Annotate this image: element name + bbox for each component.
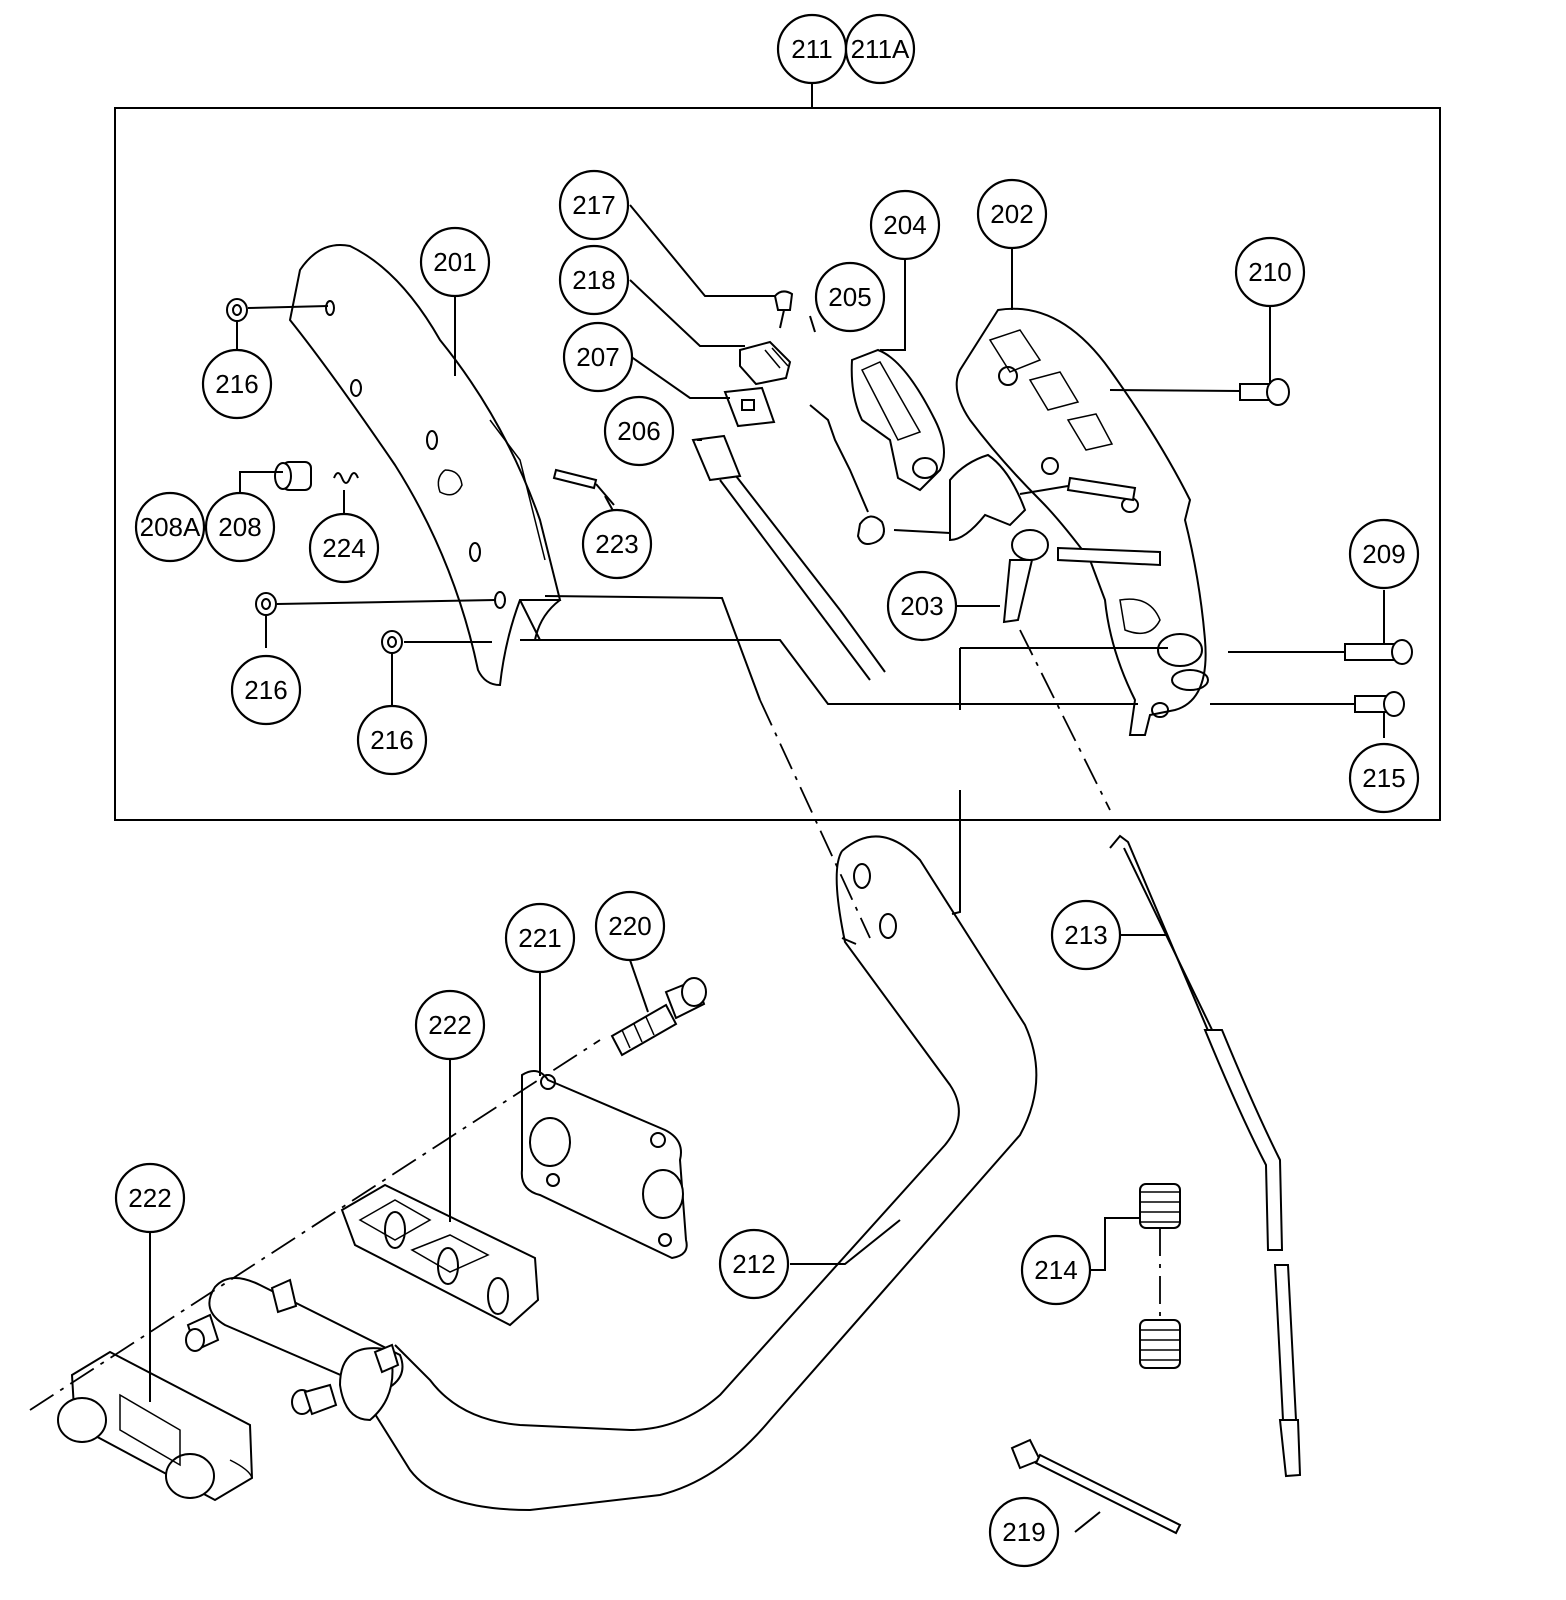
svg-text:204: 204 (883, 210, 926, 240)
callout-223: 223 (581, 508, 653, 580)
part-221-bracket (520, 1070, 688, 1260)
callout-206: 206 (603, 395, 675, 467)
callout-222-upper: 222 (414, 989, 486, 1061)
callout-214: 214 (1020, 1234, 1092, 1306)
part-204-lever (850, 348, 945, 492)
callout-202: 202 (976, 178, 1048, 250)
callout-208: 208 (204, 491, 276, 563)
callout-217: 217 (558, 169, 630, 241)
callout-218: 218 (558, 244, 630, 316)
part-pins (1019, 476, 1161, 567)
callout-220: 220 (594, 890, 666, 962)
part-216-nut-top (226, 298, 329, 322)
svg-text:217: 217 (572, 190, 615, 220)
svg-text:219: 219 (1002, 1517, 1045, 1547)
callout-208A: 208A (134, 491, 206, 563)
svg-text:209: 209 (1362, 539, 1405, 569)
callout-221: 221 (504, 902, 576, 974)
svg-text:201: 201 (433, 247, 476, 277)
alignment-line (29, 1039, 601, 1411)
part-210-screw (1109, 378, 1290, 406)
svg-text:215: 215 (1362, 763, 1405, 793)
callout-211: 211 (776, 13, 848, 85)
svg-text:224: 224 (322, 533, 365, 563)
svg-text:216: 216 (370, 725, 413, 755)
part-206-switch (691, 434, 886, 681)
svg-text:221: 221 (518, 923, 561, 953)
part-213-rod (1109, 834, 1302, 1478)
callout-222-lower: 222 (114, 1162, 186, 1234)
part-219-cable-tie (1010, 1438, 1182, 1535)
callout-212: 212 (718, 1228, 790, 1300)
callout-219: 219 (988, 1496, 1060, 1568)
part-224-spring (333, 472, 359, 484)
callout-213: 213 (1050, 899, 1122, 971)
svg-text:216: 216 (215, 369, 258, 399)
callout-209: 209 (1348, 518, 1420, 590)
svg-text:211: 211 (791, 34, 832, 64)
part-209-screw (1228, 639, 1413, 665)
svg-text:205: 205 (828, 282, 871, 312)
svg-text:206: 206 (617, 416, 660, 446)
svg-text:212: 212 (732, 1249, 775, 1279)
assembly-frame (114, 107, 1441, 821)
svg-text:208: 208 (218, 512, 261, 542)
callout-205: 205 (814, 261, 886, 333)
part-212-mount-bar (185, 1277, 404, 1422)
part-203-trigger (949, 453, 1049, 624)
part-218-clip (739, 340, 792, 386)
svg-text:210: 210 (1248, 257, 1291, 287)
part-214-spring-lower (1139, 1228, 1181, 1369)
part-208-collar (274, 461, 312, 491)
svg-text:222: 222 (428, 1010, 471, 1040)
part-216-nut-mid (255, 592, 496, 616)
callout-211A: 211A (844, 13, 916, 85)
part-217-screw (773, 290, 794, 329)
callout-216-mid: 216 (230, 654, 302, 726)
callout-207: 207 (562, 321, 634, 393)
part-222-clamp-lower (57, 1350, 254, 1502)
svg-text:220: 220 (608, 911, 651, 941)
svg-text:218: 218 (572, 265, 615, 295)
callout-215: 215 (1348, 742, 1420, 814)
callout-210: 210 (1234, 236, 1306, 308)
callout-216-top: 216 (201, 348, 273, 420)
part-220-bolt (610, 977, 707, 1057)
part-205-spring (809, 404, 951, 545)
callout-224: 224 (308, 512, 380, 584)
callout-204: 204 (869, 189, 941, 261)
svg-text:211A: 211A (851, 34, 910, 64)
part-207-plate (723, 386, 776, 428)
callout-203: 203 (886, 570, 958, 642)
part-222-clamp-upper (340, 1183, 540, 1327)
connector-lines (520, 595, 1168, 939)
callout-201: 201 (419, 226, 491, 298)
svg-text:223: 223 (595, 529, 638, 559)
svg-text:203: 203 (900, 591, 943, 621)
part-223-pin (552, 468, 615, 506)
callout-216-low: 216 (356, 704, 428, 776)
svg-text:214: 214 (1034, 1255, 1077, 1285)
svg-text:207: 207 (576, 342, 619, 372)
svg-text:213: 213 (1064, 920, 1107, 950)
part-215-screw (1210, 691, 1405, 717)
part-214-spring-upper (1139, 1183, 1181, 1229)
part-202-handle-body (955, 307, 1209, 736)
leader-lines (149, 204, 1385, 1533)
part-201-handle-cover (288, 244, 562, 687)
svg-text:202: 202 (990, 199, 1033, 229)
svg-text:208A: 208A (140, 512, 201, 542)
part-212-handle-tube (359, 835, 1038, 1512)
svg-text:216: 216 (244, 675, 287, 705)
svg-text:222: 222 (128, 1183, 171, 1213)
